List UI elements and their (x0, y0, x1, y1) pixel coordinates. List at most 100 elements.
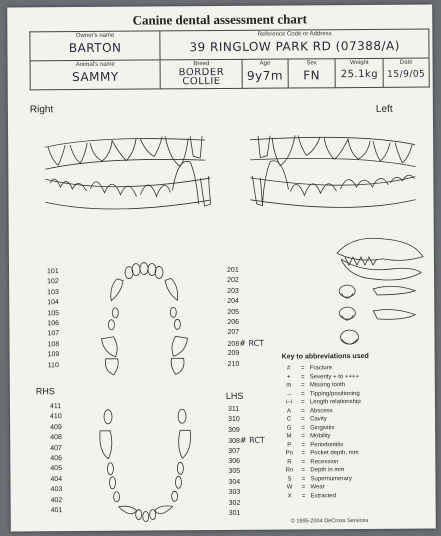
key-equals: = (297, 492, 311, 501)
note-308: RCT (249, 436, 265, 445)
tooth-number: 302 (229, 498, 266, 509)
animal-value: SAMMY (33, 68, 159, 85)
chart-title: Canine dental assessment chart (7, 11, 432, 30)
skull-reference-diagrams (333, 233, 430, 354)
tooth-number: 106 (47, 319, 59, 329)
tooth-number: 204 (227, 297, 264, 308)
key-symbol: → (282, 390, 296, 399)
tooth-number: 109 (48, 350, 60, 360)
tooth-number: 404 (50, 475, 62, 485)
key-symbol: W (283, 483, 297, 492)
key-symbol: X (283, 492, 297, 501)
key-meaning: Mobility (310, 432, 330, 441)
key-symbol: Pn (282, 449, 296, 458)
upper-jaw-occlusal-diagram (89, 260, 200, 381)
reference-value: 39 RINGLOW PARK RD (07388/A) (163, 38, 427, 56)
tooth-number: 202 (227, 276, 264, 287)
tooth-number: 301 (229, 509, 266, 520)
key-title: Key to abbreviations used (282, 353, 427, 361)
lhs-label: LHS (226, 391, 244, 401)
key-meaning: Supernumerary (310, 475, 351, 484)
tooth-number: 105 (47, 309, 59, 319)
key-meaning: Abscess (310, 407, 333, 416)
lower-right-tooth-numbers: 411 410 409 408 407 406 405 404 403 402 … (50, 402, 62, 516)
key-equals: = (296, 398, 310, 407)
tooth-number: 310 (228, 415, 265, 426)
date-value: 15/9/05 (386, 67, 427, 83)
key-meaning: Gingivitis (310, 424, 334, 433)
tooth-number: 103 (47, 288, 59, 298)
weight-value: 25.1kg (338, 67, 381, 83)
key-meaning: Length relationship (310, 398, 361, 407)
key-equals: = (296, 475, 310, 484)
tooth-number: 308# RCT (228, 436, 265, 447)
key-equals: = (296, 432, 310, 441)
key-equals: = (296, 449, 310, 458)
key-symbol: C (282, 415, 296, 424)
date-cell: Date 15/9/05 (383, 58, 429, 87)
sex-value: FN (290, 67, 333, 83)
tooth-number: 304 (228, 477, 265, 488)
age-label: Age (245, 60, 286, 68)
tooth-number: 410 (50, 413, 62, 423)
tooth-number: 209 (228, 349, 265, 360)
patient-details-table: Owner's name BARTON Reference Code or Ad… (29, 29, 429, 91)
abbreviation-key: Key to abbreviations used #=Fracture+=Se… (282, 353, 428, 501)
key-symbol: P (282, 441, 296, 450)
tooth-number: 411 (50, 402, 62, 412)
key-meaning: Recession (310, 458, 338, 467)
key-meaning: Periodontitis (310, 441, 343, 450)
key-meaning: Wear (311, 483, 325, 492)
tooth-number: 210 (228, 359, 265, 370)
copyright-text: © 1995-2004 DeCross Services (291, 518, 368, 525)
key-meaning: Extracted (311, 492, 336, 501)
weight-cell: Weight 25.1kg (335, 58, 383, 87)
tooth-number: 206 (227, 318, 264, 329)
tooth-number: 409 (50, 423, 62, 433)
key-equals: = (296, 415, 310, 424)
tooth-number: 108 (47, 340, 59, 350)
key-equals: = (296, 441, 310, 450)
age-cell: Age 9y7m (242, 59, 288, 88)
tooth-number: 311 (228, 405, 265, 416)
key-symbol: + (282, 373, 296, 382)
key-symbol: G (282, 424, 296, 433)
upper-right-tooth-numbers: 101 102 103 104 105 106 107 108 109 110 (47, 267, 59, 371)
tooth-number: 303 (229, 488, 266, 499)
right-side-label: Right (30, 104, 53, 115)
key-meaning: Depth in mm (310, 466, 344, 475)
tooth-number: 307 (228, 446, 265, 457)
key-symbol: i–i (282, 398, 296, 407)
key-symbol: M (282, 432, 296, 441)
owner-cell: Owner's name BARTON (30, 31, 161, 61)
lower-jaw-occlusal-diagram (90, 406, 201, 527)
key-equals: = (296, 458, 310, 467)
tooth-number: 306 (228, 457, 265, 468)
key-meaning: Severity + to ++++ (310, 373, 359, 382)
tooth-number: 110 (48, 361, 60, 371)
key-meaning: Tipping/positioning (310, 390, 360, 399)
tooth-number: 207 (227, 328, 264, 339)
tooth-number: 403 (51, 485, 63, 495)
key-symbol: # (282, 364, 296, 373)
rhs-label: RHS (36, 386, 55, 396)
tooth-number: 405 (50, 464, 62, 474)
tooth-number: 205 (227, 307, 264, 318)
key-equals: = (296, 390, 310, 399)
key-symbol: m (282, 381, 296, 390)
key-equals: = (296, 373, 310, 382)
breed-value-line2: COLLIE (163, 77, 240, 87)
key-meaning: Cavity (310, 415, 327, 424)
key-meaning: Pocket depth, mm (310, 449, 358, 458)
tooth-number: 305 (228, 467, 265, 478)
breed-cell: Breed BORDER COLLIE (160, 59, 242, 89)
tooth-number: 401 (51, 506, 63, 516)
key-equals: = (296, 424, 310, 433)
key-equals: = (296, 381, 310, 390)
date-label: Date (386, 59, 427, 67)
animal-cell: Animal's name SAMMY (30, 60, 161, 90)
tooth-number: 406 (50, 454, 62, 464)
key-symbol: R (282, 458, 296, 467)
tooth-number: 309 (228, 425, 265, 436)
lower-left-tooth-numbers: 311 310 309 308# RCT 307 306 305 304 303… (228, 405, 265, 520)
